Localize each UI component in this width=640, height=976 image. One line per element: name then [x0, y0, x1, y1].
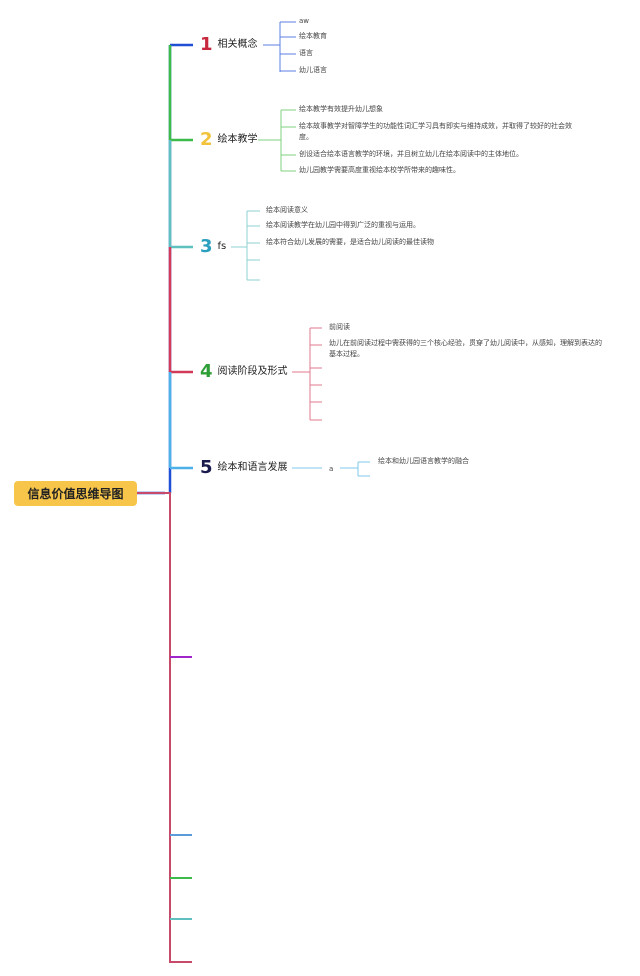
root-node[interactable]: 信息价值思维导图	[14, 481, 137, 506]
branch-2-node[interactable]: 2 绘本教学	[200, 129, 258, 151]
branch-2-label: 绘本教学	[217, 134, 258, 145]
branch-3-leaf[interactable]: 绘本符合幼儿发展的需要，是适合幼儿阅读的最佳读物	[266, 238, 434, 246]
branch-4-node[interactable]: 4 阅读阶段及形式	[200, 361, 288, 383]
branch-4-leaf[interactable]: 前阅读	[329, 323, 350, 331]
branch-5-number: 5	[200, 457, 213, 478]
branch-1-number: 1	[200, 34, 213, 55]
branch-2-leaf[interactable]: 幼儿园教学需要高度重视绘本校学所带来的趣味性。	[299, 166, 460, 174]
branch-1-leaf[interactable]: 绘本教育	[299, 32, 327, 40]
branch-3-number: 3	[200, 236, 213, 257]
branch-1-leaf[interactable]: aw	[299, 17, 310, 25]
root-label: 信息价值思维导图	[27, 487, 124, 501]
branch-4-leaf[interactable]: 幼儿在前阅读过程中需获得的三个核心经验，贯穿了幼儿阅读中，从感知，理解到表达的基…	[329, 339, 602, 358]
branch-5-leaf[interactable]: 绘本和幼儿园语言教学的融合	[378, 457, 469, 465]
branch-2-leaf[interactable]: 绘本故事教学对智障学生的功能性词汇学习具有即实与维持成效，并取得了较好的社会效度…	[299, 122, 572, 141]
branch-3-label: fs	[217, 241, 227, 252]
branch-3-node[interactable]: 3 fs	[200, 236, 227, 258]
branch-1-leaf[interactable]: 语言	[299, 49, 313, 57]
branch-3-leaf[interactable]: 绘本阅读意义	[266, 206, 308, 214]
branch-2-leaf[interactable]: 绘本教学有效提升幼儿想象	[299, 105, 383, 113]
branch-1-label: 相关概念	[217, 39, 258, 50]
branch-5-label: 绘本和语言发展	[217, 462, 288, 473]
branch-1-node[interactable]: 1 相关概念	[200, 34, 258, 56]
branch-4-label: 阅读阶段及形式	[217, 366, 288, 377]
branch-5-sub-node[interactable]: a	[329, 465, 334, 473]
branch-2-leaf[interactable]: 创设适合绘本语言教学的环境，并且树立幼儿在绘本阅读中的主体地位。	[299, 150, 523, 158]
branch-1-leaf[interactable]: 幼儿语言	[299, 66, 327, 74]
branch-3-leaf[interactable]: 绘本阅读教学在幼儿园中得到广泛的重视与运用。	[266, 221, 420, 229]
branch-2-number: 2	[200, 129, 213, 150]
branch-4-number: 4	[200, 361, 213, 382]
branch-5-node[interactable]: 5 绘本和语言发展	[200, 457, 288, 479]
